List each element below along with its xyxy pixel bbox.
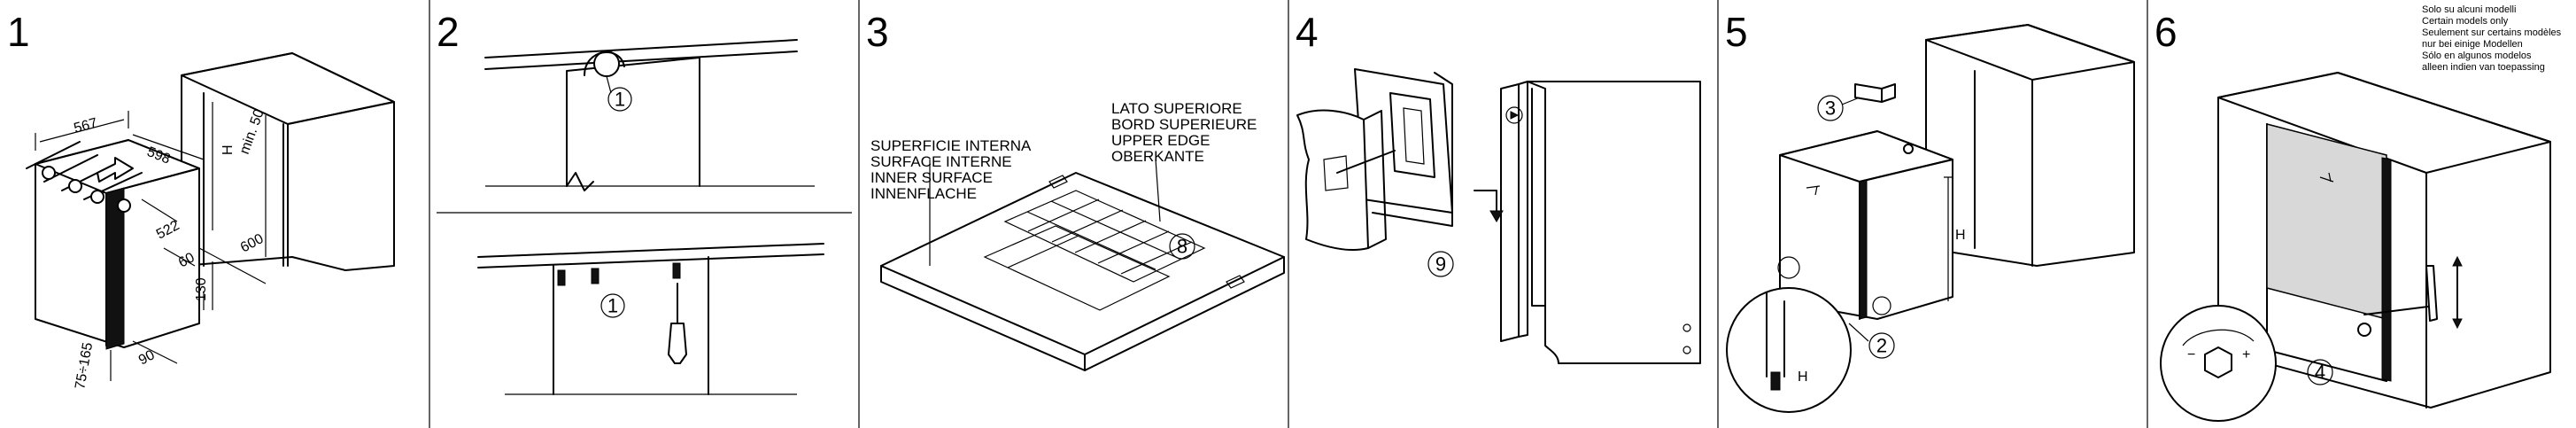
callout-8: 8 [1177, 236, 1187, 258]
note-it: Solo su alcuni modelli [2422, 4, 2516, 15]
step-number: 4 [1296, 9, 1319, 55]
detail-magnifier [1726, 287, 1852, 413]
step-number: 5 [1725, 9, 1748, 55]
label-inner-surface-en: INNER SURFACE [870, 169, 993, 186]
panel-4: 4 9 [1296, 9, 1701, 364]
label-upper-edge-fr: BORD SUPERIEURE [1111, 116, 1257, 133]
note-en: Certain models only [2422, 16, 2509, 27]
note-nl: alleen indien van toepassing [2422, 62, 2545, 73]
callout-3: 3 [1825, 97, 1836, 120]
panel-5: 5 3 H H 2 [1725, 9, 2135, 413]
callout-9: 9 [1435, 253, 1446, 276]
dim-130: 130 [194, 277, 209, 301]
step-number: 6 [2154, 9, 2178, 55]
panel-2: 2 1 1 [437, 9, 852, 395]
svg-text:−: − [2187, 347, 2195, 362]
dim-width-567: 567 [73, 116, 99, 136]
note-fr: Seulement sur certains modèles [2422, 27, 2562, 38]
note-es: Sólo en algunos modelos [2422, 51, 2532, 61]
callout-1a: 1 [615, 89, 625, 111]
callout-1b: 1 [607, 295, 618, 317]
label-upper-edge-it: LATO SUPERIORE [1111, 100, 1242, 117]
callout-4: 4 [2315, 362, 2325, 384]
callout-2: 2 [1876, 335, 1887, 357]
dim-90: 90 [136, 347, 158, 368]
step-number: 3 [866, 9, 889, 55]
panel-1: 1 567 598 522 600 min. 50 60 130 75÷165 [7, 9, 395, 391]
panel-6: 6 Solo su alcuni modelli Certain models … [2154, 4, 2562, 422]
label-inner-surface-it: SUPERFICIE INTERNA [870, 137, 1032, 154]
label-inner-surface-fr: SURFACE INTERNE [870, 153, 1012, 170]
svg-text:+: + [2242, 347, 2250, 362]
dim-h: H [220, 144, 236, 155]
dim-60: 60 [176, 250, 197, 270]
dim-75-165: 75÷165 [73, 341, 96, 391]
label-upper-edge-de: OBERKANTE [1111, 148, 1204, 165]
dim-h-right: H [1955, 228, 1966, 243]
step-number: 2 [437, 9, 460, 55]
label-inner-surface-de: INNENFLACHE [870, 185, 977, 202]
label-upper-edge-en: UPPER EDGE [1111, 132, 1210, 149]
panel-3: 3 8 SUPERFICIE INTERNA SURFACE INTERNE I… [866, 9, 1285, 371]
note-de: nur bei einige Modellen [2422, 39, 2523, 50]
dim-h-detail: H [1798, 370, 1808, 385]
step-number: 1 [7, 9, 30, 55]
